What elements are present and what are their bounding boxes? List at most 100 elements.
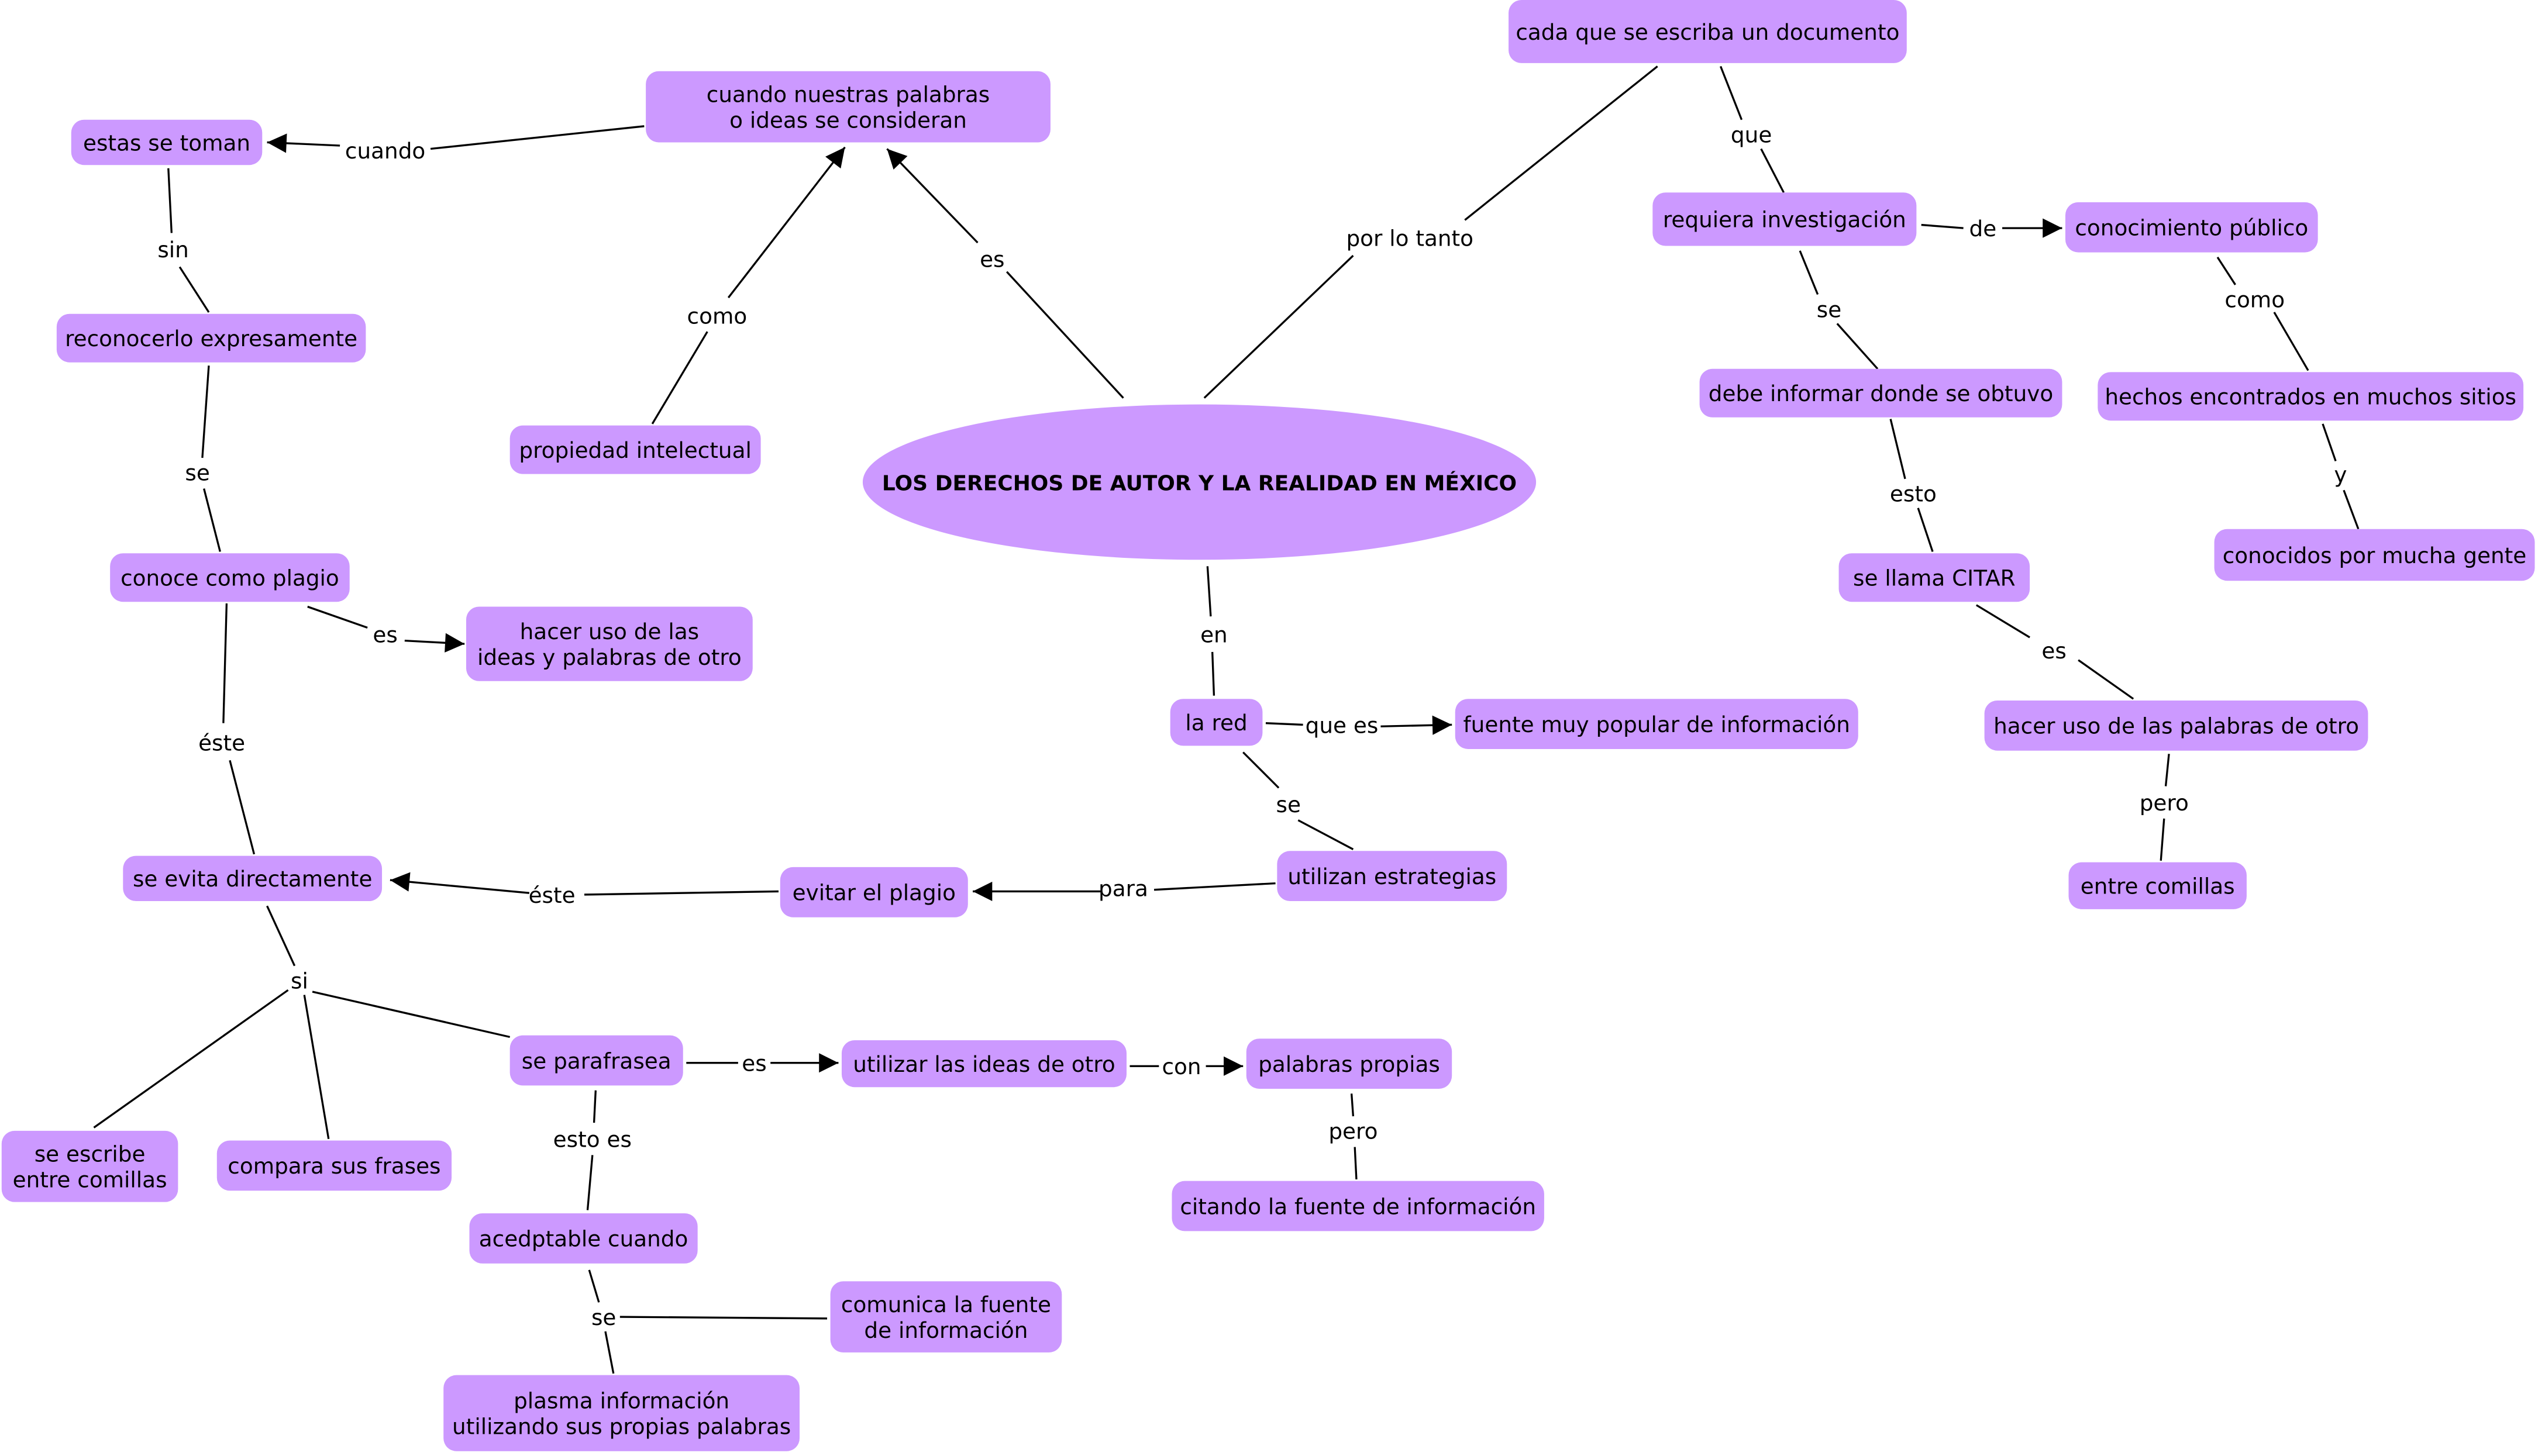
- arrowhead-icon: [825, 147, 845, 169]
- linking-phrase[interactable]: éste: [198, 730, 245, 756]
- concept-label: citando la fuente de información: [1180, 1193, 1536, 1219]
- concept-node[interactable]: requiera investigación: [1652, 192, 1917, 246]
- linking-phrase[interactable]: es: [742, 1051, 766, 1077]
- connection-13: [390, 872, 779, 896]
- concept-node[interactable]: conocidos por mucha gente: [2214, 529, 2535, 581]
- linking-phrase[interactable]: se: [1817, 296, 1841, 322]
- concept-node[interactable]: estas se toman: [71, 119, 263, 165]
- linking-phrase[interactable]: que: [1731, 122, 1772, 147]
- linking-phrase[interactable]: esto es: [553, 1127, 632, 1153]
- arrowhead-icon: [887, 149, 908, 170]
- concept-label: propiedad intelectual: [519, 437, 751, 463]
- concept-node[interactable]: cada que se escriba un documento: [1509, 0, 1907, 63]
- concept-node[interactable]: compara sus frases: [216, 1140, 452, 1191]
- connector-line: [178, 266, 210, 313]
- connector-line: [1975, 604, 2030, 639]
- concept-node[interactable]: utilizar las ideas de otro: [841, 1040, 1127, 1088]
- linking-phrase[interactable]: se: [1276, 792, 1300, 817]
- concept-node[interactable]: citando la fuente de información: [1172, 1181, 1544, 1231]
- concept-label: utilizar las ideas de otro: [853, 1051, 1115, 1077]
- connector-line: [727, 146, 846, 299]
- concept-node[interactable]: debe informar donde se obtuvo: [1699, 368, 2062, 418]
- connector-line: [1799, 250, 1819, 295]
- concept-node[interactable]: acedptable cuando: [469, 1213, 698, 1264]
- linking-phrase[interactable]: cuando: [345, 138, 425, 164]
- arrowhead-icon: [267, 133, 287, 153]
- connection-17: [1350, 1093, 1358, 1179]
- main-concept[interactable]: LOS DERECHOS DE AUTOR Y LA REALIDAD EN M…: [862, 404, 1537, 560]
- linking-phrase[interactable]: si: [291, 968, 308, 993]
- concept-node[interactable]: la red: [1170, 699, 1263, 746]
- connector-line: [2273, 312, 2309, 371]
- connector-line: [2216, 256, 2236, 285]
- concept-label: o ideas se consideran: [729, 108, 967, 133]
- linking-phrase[interactable]: se: [591, 1305, 616, 1330]
- concept-label: utilizan estrategias: [1287, 864, 1496, 889]
- linking-phrase[interactable]: pero: [2140, 790, 2189, 816]
- concept-node[interactable]: entre comillas: [2068, 862, 2247, 909]
- linking-phrase[interactable]: es: [2041, 638, 2066, 664]
- linking-phrase[interactable]: y: [2334, 461, 2347, 487]
- concept-node[interactable]: utilizan estrategias: [1277, 851, 1507, 902]
- concept-node[interactable]: se llama CITAR: [1838, 553, 2030, 602]
- connector-line: [266, 905, 296, 967]
- linking-phrase[interactable]: es: [980, 247, 1004, 272]
- concept-label: utilizando sus propias palabras: [452, 1414, 791, 1440]
- linking-phrase[interactable]: se: [185, 460, 209, 486]
- connector-line: [93, 989, 289, 1129]
- linking-phrase[interactable]: es: [373, 622, 397, 647]
- linking-phrase[interactable]: sin: [157, 237, 189, 263]
- linking-phrase[interactable]: como: [2224, 287, 2285, 313]
- linking-phrase[interactable]: esto: [1890, 481, 1937, 507]
- concept-label: compara sus frases: [228, 1153, 440, 1179]
- connector-line: [586, 1155, 594, 1210]
- concept-node[interactable]: propiedad intelectual: [509, 425, 761, 474]
- concept-node[interactable]: conoce como plagio: [110, 553, 350, 602]
- connector-line: [593, 1090, 597, 1123]
- concept-label: se parafrasea: [522, 1048, 671, 1074]
- connector-line: [588, 1269, 600, 1303]
- linking-phrase[interactable]: para: [1098, 876, 1148, 902]
- concept-box: [830, 1281, 1062, 1353]
- concept-label: conoce como plagio: [120, 565, 339, 591]
- connector-line: [1153, 882, 1276, 891]
- linking-phrase[interactable]: que es: [1306, 712, 1379, 738]
- concept-node[interactable]: se evita directamente: [123, 855, 383, 902]
- linking-phrase[interactable]: pero: [1328, 1119, 1378, 1144]
- concept-box: [71, 119, 263, 165]
- concept-node[interactable]: fuente muy popular de información: [1455, 699, 1858, 749]
- linking-phrase[interactable]: por lo tanto: [1346, 226, 1473, 251]
- concept-node[interactable]: conocimiento público: [2065, 202, 2318, 253]
- concept-node[interactable]: palabras propias: [1246, 1038, 1452, 1089]
- connector-line: [203, 488, 221, 552]
- concept-node[interactable]: se parafrasea: [509, 1035, 683, 1086]
- concept-box: [1838, 553, 2030, 602]
- connector-line: [2322, 423, 2337, 462]
- concept-node[interactable]: evitar el plagio: [780, 867, 968, 917]
- concept-node[interactable]: hechos encontrados en muchos sitios: [2098, 372, 2524, 421]
- connector-line: [1265, 722, 1303, 726]
- linking-phrase[interactable]: con: [1162, 1054, 1201, 1079]
- linking-phrase[interactable]: como: [687, 303, 748, 329]
- concept-label: hacer uso de las: [520, 619, 699, 644]
- linking-phrase[interactable]: éste: [529, 882, 576, 908]
- connection-5: [201, 365, 221, 552]
- linking-phrase[interactable]: en: [1200, 622, 1228, 647]
- concept-label: se llama CITAR: [1853, 565, 2016, 591]
- linking-phrase[interactable]: de: [1969, 216, 1996, 241]
- concept-label: conocidos por mucha gente: [2223, 543, 2526, 568]
- concept-box: [443, 1375, 800, 1451]
- connection-15: [686, 1053, 839, 1073]
- concept-node[interactable]: hacer uso de las palabras de otro: [1984, 700, 2368, 751]
- connector-line: [1242, 751, 1280, 789]
- connector-line: [619, 1316, 828, 1320]
- concept-label: conocimiento público: [2075, 215, 2308, 241]
- connection-27: [2160, 754, 2170, 861]
- concept-node[interactable]: reconocerlo expresamente: [56, 313, 366, 363]
